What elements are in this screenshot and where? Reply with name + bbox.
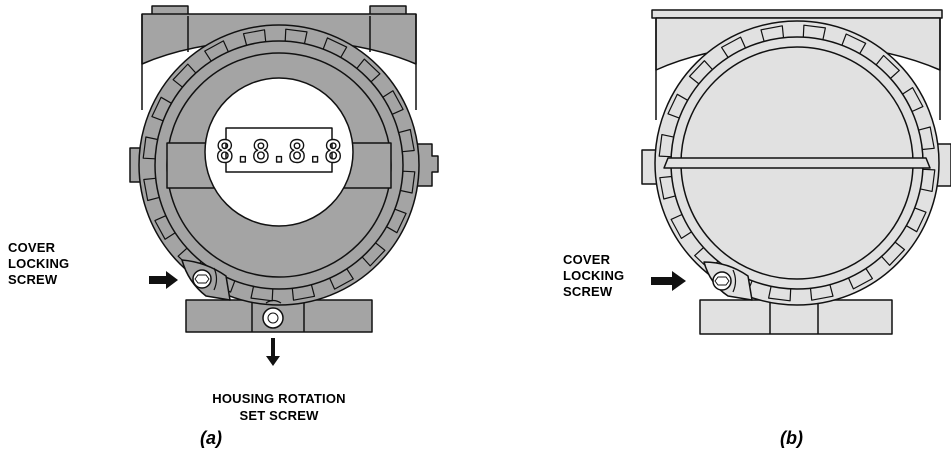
lcd-digits: 8.8.8.8 <box>216 135 342 170</box>
cover-locking-screw-label-b: COVER LOCKING SCREW <box>563 252 625 299</box>
hex-socket-icon <box>194 274 210 284</box>
display-bezel <box>225 127 333 173</box>
housing-rotation-label-line2: SET SCREW <box>239 408 319 423</box>
top-edge <box>651 9 943 19</box>
housing-rotation-set-screw[interactable] <box>262 307 284 329</box>
rotation-arc-icon <box>732 269 737 293</box>
cover-locking-screw-label-a: COVER LOCKING SCREW <box>8 240 70 287</box>
caption-a: (a) <box>200 428 222 448</box>
housing-rotation-label-line1: HOUSING ROTATION <box>212 391 346 406</box>
set-screw-rotation-arc-icon <box>265 299 282 304</box>
figure-a-housing: 8.8.8.8 <box>129 5 439 366</box>
arrow-to-cover-screw-icon <box>651 271 686 291</box>
set-screw-socket-icon <box>267 312 279 324</box>
cover-locking-screw[interactable] <box>712 271 732 291</box>
cover-castellations <box>142 28 416 302</box>
cover-locking-screw[interactable] <box>192 269 212 289</box>
figure-b-housing <box>641 9 951 335</box>
caption-b: (b) <box>780 428 803 448</box>
side-lug-right <box>413 143 439 187</box>
arrow-to-cover-screw-icon <box>149 271 178 289</box>
hex-socket-icon <box>714 276 730 286</box>
rotation-arc-icon <box>213 267 218 291</box>
arrow-to-set-screw-icon <box>266 338 280 366</box>
cover-grip-bar <box>663 157 931 169</box>
